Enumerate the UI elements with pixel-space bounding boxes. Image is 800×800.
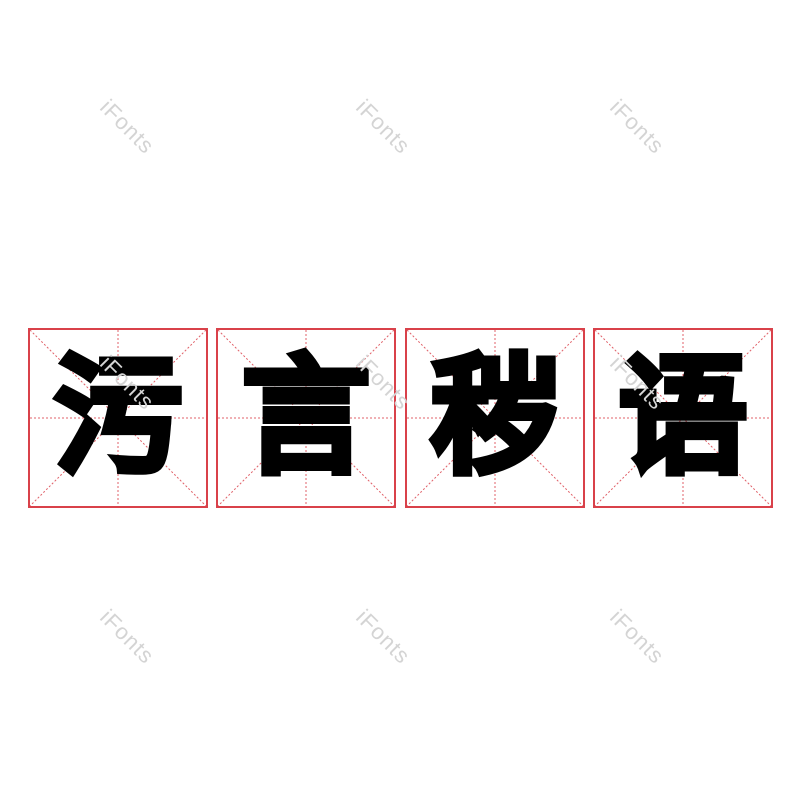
mi-grid-guides-icon xyxy=(218,330,394,506)
grid-cell-3: 秽 xyxy=(405,328,585,508)
watermark-text: iFonts xyxy=(95,94,160,159)
character-glyph: 言 xyxy=(239,343,373,492)
character-glyph: 污 xyxy=(51,343,185,492)
watermark-text: iFonts xyxy=(605,604,670,669)
character-glyph: 秽 xyxy=(428,343,562,492)
mi-grid-guides-icon xyxy=(595,330,771,506)
grid-cell-4: 语 xyxy=(593,328,773,508)
watermark-text: iFonts xyxy=(95,604,160,669)
character-glyph: 语 xyxy=(616,343,750,492)
character-grid: 污 言 秽 xyxy=(28,328,773,508)
watermark-text: iFonts xyxy=(605,94,670,159)
mi-grid-guides-icon xyxy=(407,330,583,506)
watermark-text: iFonts xyxy=(351,604,416,669)
mi-grid-guides-icon xyxy=(30,330,206,506)
grid-cell-1: 污 xyxy=(28,328,208,508)
grid-cell-2: 言 xyxy=(216,328,396,508)
watermark-text: iFonts xyxy=(351,94,416,159)
